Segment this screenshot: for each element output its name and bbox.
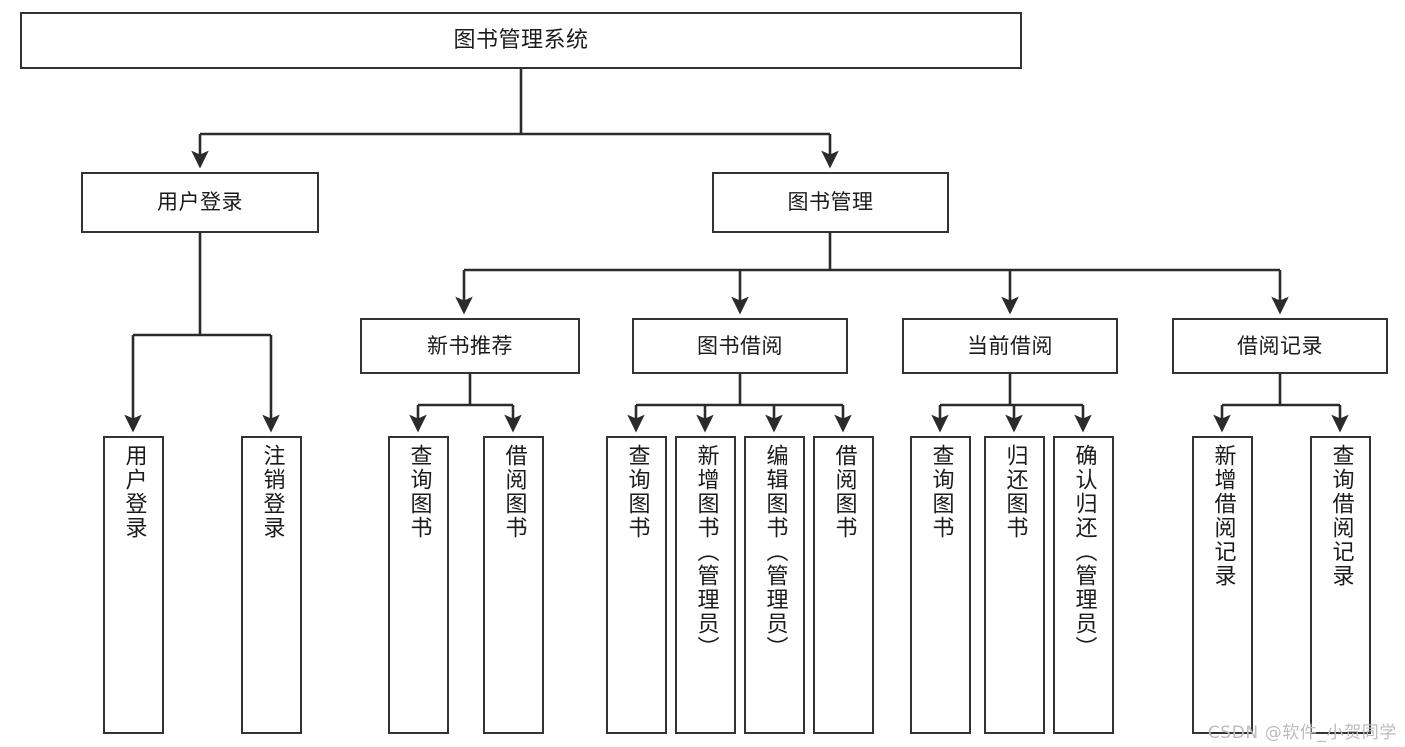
leaf-confirm-return[interactable]: 确认归还（管理员） — [1053, 436, 1114, 734]
leaf-query-book-3-label: 查询图书 — [928, 444, 954, 540]
leaf-user-logout[interactable]: 注销登录 — [241, 436, 302, 734]
leaf-user-logout-label: 注销登录 — [259, 444, 285, 540]
leaf-borrow-book-2[interactable]: 借阅图书 — [813, 436, 874, 734]
leaf-query-record-label: 查询借阅记录 — [1328, 444, 1354, 588]
leaf-user-login-label: 用户登录 — [121, 444, 147, 540]
leaf-add-book[interactable]: 新增图书（管理员） — [675, 436, 736, 734]
leaf-query-book-3[interactable]: 查询图书 — [910, 436, 971, 734]
node-new-book-recommend[interactable]: 新书推荐 — [360, 318, 580, 374]
node-user-login[interactable]: 用户登录 — [81, 172, 319, 233]
node-current-borrow[interactable]: 当前借阅 — [902, 318, 1118, 374]
leaf-add-record[interactable]: 新增借阅记录 — [1192, 436, 1253, 734]
leaf-confirm-return-label: 确认归还（管理员） — [1071, 444, 1097, 660]
node-book-borrow[interactable]: 图书借阅 — [632, 318, 848, 374]
leaf-add-book-label: 新增图书（管理员） — [693, 444, 719, 660]
leaf-return-book-label: 归还图书 — [1002, 444, 1028, 540]
leaf-edit-book-label: 编辑图书（管理员） — [762, 444, 788, 660]
leaf-query-record[interactable]: 查询借阅记录 — [1310, 436, 1371, 734]
leaf-query-book-1-label: 查询图书 — [406, 444, 432, 540]
leaf-borrow-book-1-label: 借阅图书 — [501, 444, 527, 540]
node-book-borrow-label: 图书借阅 — [697, 333, 783, 358]
node-book-manage[interactable]: 图书管理 — [712, 172, 949, 233]
node-current-borrow-label: 当前借阅 — [967, 333, 1053, 358]
leaf-borrow-book-1[interactable]: 借阅图书 — [483, 436, 544, 734]
node-borrow-record[interactable]: 借阅记录 — [1172, 318, 1388, 374]
leaf-borrow-book-2-label: 借阅图书 — [831, 444, 857, 540]
node-book-manage-label: 图书管理 — [787, 190, 874, 215]
leaf-edit-book[interactable]: 编辑图书（管理员） — [744, 436, 805, 734]
leaf-user-login[interactable]: 用户登录 — [103, 436, 164, 734]
leaf-query-book-1[interactable]: 查询图书 — [388, 436, 449, 734]
leaf-add-record-label: 新增借阅记录 — [1210, 444, 1236, 588]
csdn-watermark: CSDN @软件_小贺同学 — [1207, 723, 1397, 743]
leaf-query-book-2[interactable]: 查询图书 — [606, 436, 667, 734]
leaf-query-book-2-label: 查询图书 — [624, 444, 650, 540]
leaf-return-book[interactable]: 归还图书 — [984, 436, 1045, 734]
node-root[interactable]: 图书管理系统 — [20, 12, 1022, 69]
node-borrow-record-label: 借阅记录 — [1237, 333, 1323, 358]
node-new-book-recommend-label: 新书推荐 — [427, 333, 513, 358]
node-root-label: 图书管理系统 — [453, 27, 589, 53]
node-user-login-label: 用户登录 — [157, 190, 243, 215]
